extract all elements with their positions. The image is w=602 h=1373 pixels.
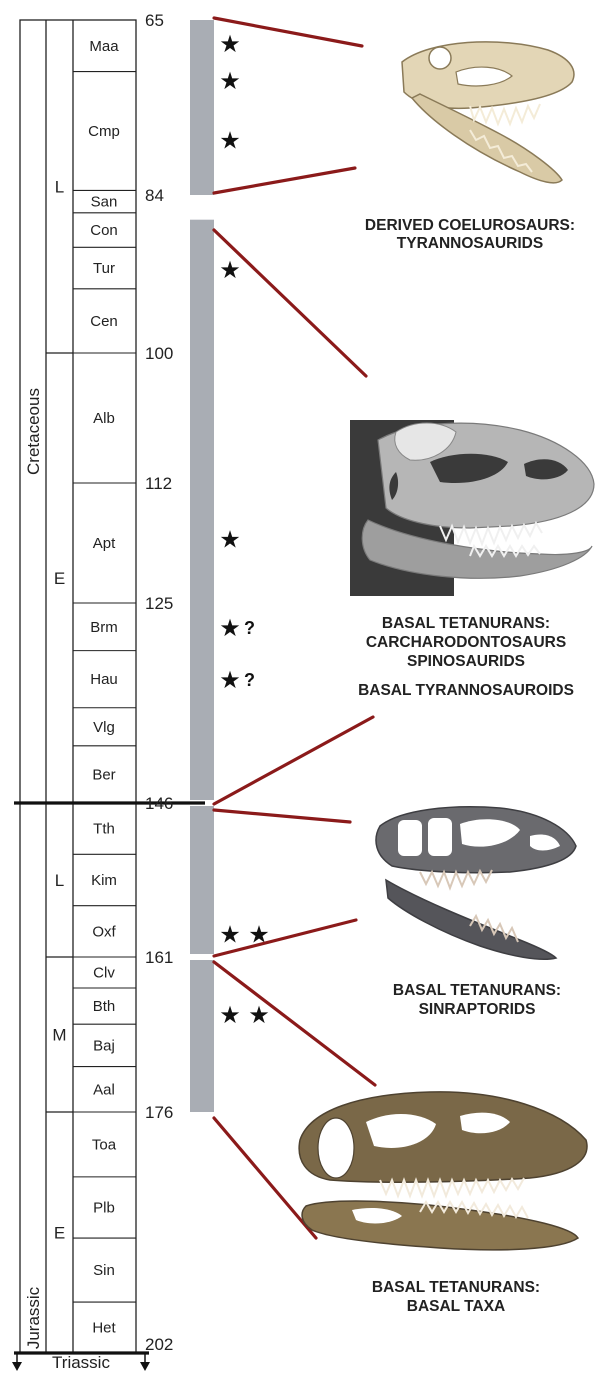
occurrence-star-icon: ★ <box>219 30 241 58</box>
stage-label: Clv <box>93 965 115 982</box>
uncertain-marker: ? <box>244 618 255 638</box>
connector-line <box>214 717 373 804</box>
stage-label: Maa <box>89 38 119 55</box>
group-1-line-1: DERIVED COELUROSAURS: <box>365 217 575 234</box>
epoch-label: L <box>55 871 64 890</box>
group-3-line-2: SINRAPTORIDS <box>419 1001 536 1018</box>
stage-label: Ber <box>92 766 115 783</box>
age-tick-label: 84 <box>145 186 164 205</box>
group-2-line-4: BASAL TYRANNOSAUROIDS <box>358 682 574 699</box>
connector-line <box>214 1118 316 1238</box>
epoch-label: L <box>55 178 64 197</box>
group-4-line-2: BASAL TAXA <box>407 1298 505 1315</box>
epoch-rows: L E L M E <box>46 178 73 1243</box>
stage-label: Toa <box>92 1136 117 1153</box>
age-tick-label: 146 <box>145 794 173 813</box>
stage-label: Het <box>92 1320 116 1337</box>
range-bar <box>190 220 214 800</box>
stage-label: Tth <box>93 821 115 838</box>
column-frame <box>20 20 136 1353</box>
occurrence-star-icon: ★ <box>219 127 241 155</box>
stage-label: Vlg <box>93 719 115 736</box>
period-rows: CretaceousJurassic <box>24 388 43 1349</box>
occurrence-star-icon: ★ <box>248 1001 270 1029</box>
age-tick-labels: 65 84 100 112 125 146 161 176 202 <box>145 11 173 1354</box>
stage-rows: MaaCmpSanConTurCenAlbAptBrmHauVlgBerTthK… <box>73 38 136 1337</box>
stage-label: Sin <box>93 1262 115 1279</box>
range-bar <box>190 806 214 954</box>
stage-label: San <box>91 194 118 211</box>
uncertain-marker: ? <box>244 670 255 690</box>
stage-label: Cmp <box>88 123 120 140</box>
period-label: Cretaceous <box>24 388 43 475</box>
group-2-line-2: CARCHARODONTOSAURS <box>366 634 566 651</box>
stage-label: Brm <box>90 619 118 636</box>
epoch-label: M <box>52 1026 66 1045</box>
stage-label: Alb <box>93 410 115 427</box>
epoch-label: E <box>54 569 65 588</box>
occurrence-star-icon: ★ <box>219 666 241 694</box>
range-bar <box>190 960 214 1112</box>
age-tick-label: 202 <box>145 1335 173 1354</box>
stage-label: Baj <box>93 1037 115 1054</box>
epoch-label: E <box>54 1224 65 1243</box>
stage-label: Con <box>90 222 118 239</box>
period-label: Jurassic <box>24 1286 43 1349</box>
age-tick-label: 112 <box>145 474 172 493</box>
occurrence-star-icon: ★ <box>219 67 241 95</box>
stage-label: Plb <box>93 1199 115 1216</box>
occurrence-star-icon: ★ <box>219 256 241 284</box>
sinraptorid-skull-image <box>376 807 576 959</box>
stage-label: Aal <box>93 1081 115 1098</box>
occurrence-star-icon: ★ <box>219 525 241 553</box>
age-tick-label: 125 <box>145 594 173 613</box>
group-2-line-1: BASAL TETANURANS: <box>382 615 550 632</box>
occurrence-markers: ★★★★★★?★?★★★★ <box>219 30 270 1029</box>
age-tick-label: 100 <box>145 344 173 363</box>
stage-label: Bth <box>93 998 116 1015</box>
basal-taxa-skull-image <box>299 1092 587 1250</box>
range-bars <box>190 20 214 1112</box>
age-tick-label: 161 <box>145 948 173 967</box>
connector-line <box>214 168 355 193</box>
connector-line <box>214 230 366 376</box>
group-4-line-1: BASAL TETANURANS: <box>372 1279 540 1296</box>
occurrence-star-icon: ★ <box>219 614 241 642</box>
group-2-line-3: SPINOSAURIDS <box>407 653 525 670</box>
tyrannosaurid-skull-image <box>402 42 574 183</box>
connector-line <box>214 810 350 822</box>
stage-label: Kim <box>91 872 117 889</box>
age-tick-label: 65 <box>145 11 164 30</box>
age-tick-label: 176 <box>145 1103 173 1122</box>
range-bar <box>190 20 214 195</box>
stage-label: Apt <box>93 535 116 552</box>
stage-label: Tur <box>93 260 115 277</box>
group-1-line-2: TYRANNOSAURIDS <box>397 235 543 252</box>
carcharodontosaur-skull-image <box>350 420 594 596</box>
occurrence-star-icon: ★ <box>219 1001 241 1029</box>
triassic-label: Triassic <box>52 1353 110 1372</box>
geologic-time-column: MaaCmpSanConTurCenAlbAptBrmHauVlgBerTthK… <box>12 20 205 1372</box>
stage-label: Oxf <box>92 923 116 940</box>
stage-label: Cen <box>90 313 118 330</box>
group-3-line-1: BASAL TETANURANS: <box>393 982 561 999</box>
stage-label: Hau <box>90 671 118 688</box>
occurrence-star-icon: ★ <box>219 920 241 948</box>
